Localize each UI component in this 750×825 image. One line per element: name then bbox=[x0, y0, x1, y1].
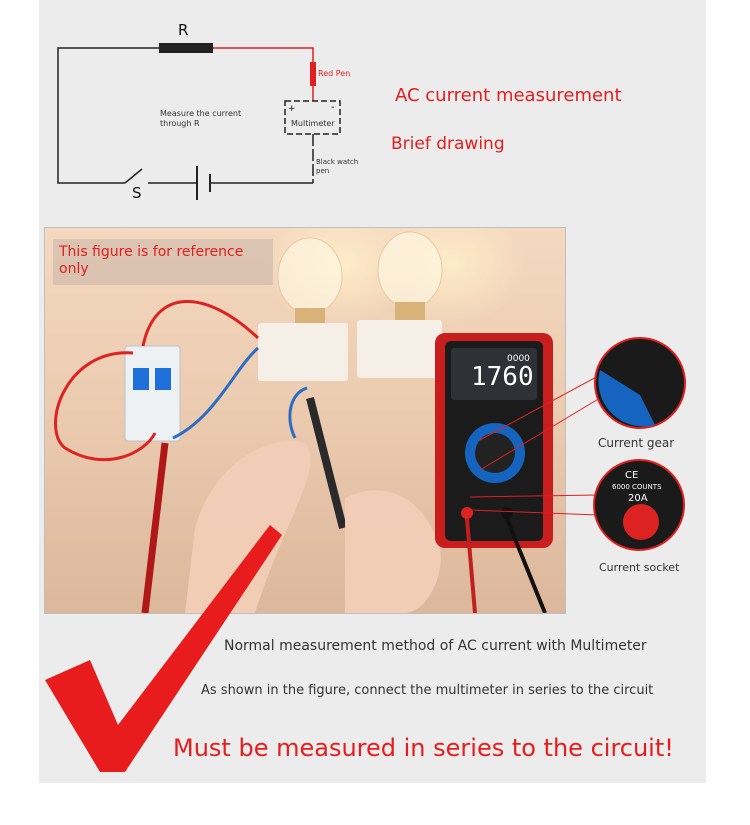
check-mark-shape bbox=[45, 525, 282, 772]
switch-label: S bbox=[132, 184, 142, 202]
black-pen-note: Black watch pen bbox=[316, 158, 358, 176]
display-value: 1760 bbox=[471, 362, 534, 392]
blue-wire-2 bbox=[288, 386, 308, 439]
black-lead bbox=[505, 518, 547, 613]
circuit-wire-left bbox=[57, 47, 159, 184]
black-probe bbox=[306, 397, 347, 529]
switch-lever bbox=[124, 168, 143, 184]
meter-minus: - bbox=[331, 102, 335, 113]
multimeter-display bbox=[451, 348, 537, 400]
heading-title: AC current measurement bbox=[395, 85, 622, 106]
socket-counts: 6000 COUNTS bbox=[612, 483, 662, 491]
hand-right bbox=[345, 490, 441, 613]
pointer-socket-2 bbox=[469, 509, 599, 516]
red-lead bbox=[465, 518, 477, 613]
bulb-base-right bbox=[357, 320, 442, 378]
red-wire-loop bbox=[54, 351, 157, 462]
caption-method: Normal measurement method of AC current … bbox=[224, 638, 647, 654]
resistor-label: R bbox=[178, 21, 189, 39]
multimeter-dial-inner bbox=[475, 433, 515, 473]
multimeter-label: Multimeter bbox=[291, 119, 335, 128]
blue-wire bbox=[172, 346, 259, 440]
caption-instruction: As shown in the figure, connect the mult… bbox=[201, 683, 654, 698]
bulb-socket-left bbox=[295, 308, 325, 326]
heading-subtitle: Brief drawing bbox=[391, 134, 505, 154]
gear-dial-arc bbox=[598, 370, 655, 427]
red-probe bbox=[141, 442, 169, 613]
red-pen-label: Red Pen bbox=[318, 69, 351, 78]
label-current-gear: Current gear bbox=[598, 436, 675, 450]
reference-note-box: This figure is for reference only bbox=[53, 239, 273, 285]
resistor-symbol bbox=[159, 43, 213, 53]
circuit-wire-red bbox=[213, 47, 314, 62]
measure-note: Measure the current through R bbox=[160, 109, 241, 129]
breaker-switch-2 bbox=[155, 368, 171, 390]
warning-text: Must be measured in series to the circui… bbox=[173, 734, 674, 762]
photo-illustration bbox=[54, 231, 553, 613]
check-mark-icon bbox=[45, 525, 282, 772]
socket-ce: CE bbox=[625, 470, 639, 481]
bulb-socket-right bbox=[395, 302, 425, 320]
reference-photo: 0000 1760 This figure is for reference o… bbox=[44, 227, 566, 614]
zoom-callouts bbox=[469, 337, 686, 551]
label-current-socket: Current socket bbox=[599, 561, 680, 574]
pointer-socket-1 bbox=[469, 494, 599, 498]
pointer-gear-2 bbox=[479, 397, 601, 471]
pointer-gear-1 bbox=[479, 374, 601, 441]
red-probe-symbol bbox=[310, 62, 316, 86]
measure-note-line2: through R bbox=[160, 119, 200, 128]
display-top-value: 0000 bbox=[507, 354, 530, 364]
black-pen-line1: Black watch bbox=[316, 158, 359, 166]
socket-zoom-plug bbox=[623, 504, 659, 540]
reference-note: This figure is for reference only bbox=[59, 244, 244, 277]
hand-left bbox=[185, 440, 311, 613]
meter-plus: + bbox=[288, 104, 296, 114]
black-pen-line2: pen bbox=[316, 167, 330, 175]
socket-black bbox=[501, 507, 513, 519]
bulb-base-left bbox=[258, 323, 348, 381]
socket-range: 20A bbox=[628, 493, 648, 504]
circuit-diagram bbox=[57, 43, 341, 200]
multimeter-box bbox=[284, 100, 341, 135]
breaker-switch-1 bbox=[133, 368, 149, 390]
red-wire-top bbox=[141, 300, 260, 347]
measure-note-line1: Measure the current bbox=[160, 109, 242, 118]
